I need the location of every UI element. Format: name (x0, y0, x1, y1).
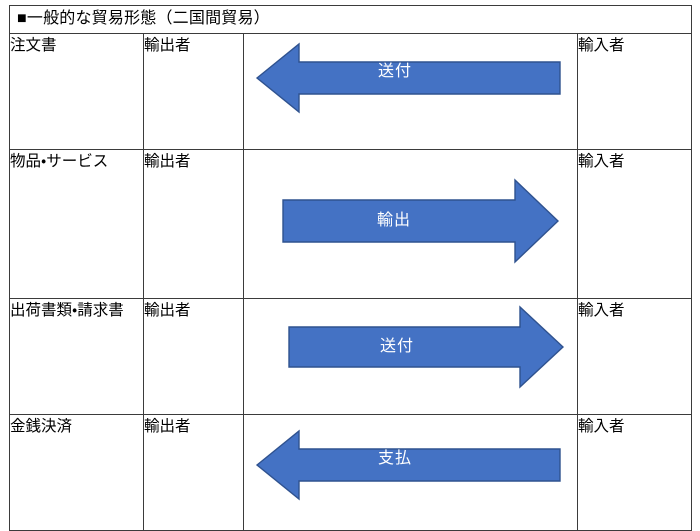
exporter-label: 輸出者 (144, 418, 191, 435)
document-type-cell: 注文書 (9, 33, 144, 150)
importer-label: 輸入者 (578, 418, 625, 435)
table-row: 出荷書類・請求書 輸出者 送付 輸入者 (9, 298, 692, 415)
trade-flow-table: ■一般的な貿易形態（二国間貿易） 注文書 輸出者 送付 (9, 5, 692, 531)
arrow-left-shape (255, 429, 561, 501)
exporter-cell: 輸出者 (143, 414, 244, 531)
exporter-label: 輸出者 (144, 153, 191, 170)
table-row: 金銭決済 輸出者 支払 輸入者 (9, 414, 692, 531)
arrow-right-icon (288, 305, 565, 389)
importer-label: 輸入者 (578, 302, 625, 319)
importer-cell: 輸入者 (577, 149, 692, 299)
arrow-left-icon (255, 42, 561, 114)
arrow-left-shape (255, 42, 561, 114)
table-row: 物品・サービス 輸出者 輸出 輸入者 (9, 149, 692, 299)
document-type-cell: 物品・サービス (9, 149, 144, 299)
document-type-label: 金銭決済 (10, 418, 73, 435)
exporter-cell: 輸出者 (143, 149, 244, 299)
page-title: ■一般的な貿易形態（二国間貿易） (17, 10, 270, 27)
arrow-right-shape (288, 305, 565, 389)
document-type-cell: 金銭決済 (9, 414, 144, 531)
exporter-label: 輸出者 (144, 302, 191, 319)
table-row: 注文書 輸出者 送付 輸入者 (9, 33, 692, 150)
flow-arrow-cell: 送付 (243, 33, 578, 150)
importer-cell: 輸入者 (577, 298, 692, 415)
flow-arrow-cell: 支払 (243, 414, 578, 531)
flow-arrow-cell: 輸出 (243, 149, 578, 299)
document-type-label: 注文書 (10, 37, 57, 54)
exporter-cell: 輸出者 (143, 298, 244, 415)
diagram-title-cell: ■一般的な貿易形態（二国間貿易） (9, 5, 692, 34)
exporter-cell: 輸出者 (143, 33, 244, 150)
exporter-label: 輸出者 (144, 37, 191, 54)
importer-cell: 輸入者 (577, 414, 692, 531)
document-type-label: 物品・サービス (10, 153, 109, 170)
document-type-label: 出荷書類・請求書 (10, 302, 124, 319)
importer-cell: 輸入者 (577, 33, 692, 150)
table-header-row: ■一般的な貿易形態（二国間貿易） (9, 5, 692, 34)
document-type-cell: 出荷書類・請求書 (9, 298, 144, 415)
arrow-right-icon (282, 178, 560, 264)
importer-label: 輸入者 (578, 153, 625, 170)
flow-arrow-cell: 送付 (243, 298, 578, 415)
arrow-left-icon (255, 429, 561, 501)
arrow-right-shape (282, 178, 560, 264)
importer-label: 輸入者 (578, 37, 625, 54)
